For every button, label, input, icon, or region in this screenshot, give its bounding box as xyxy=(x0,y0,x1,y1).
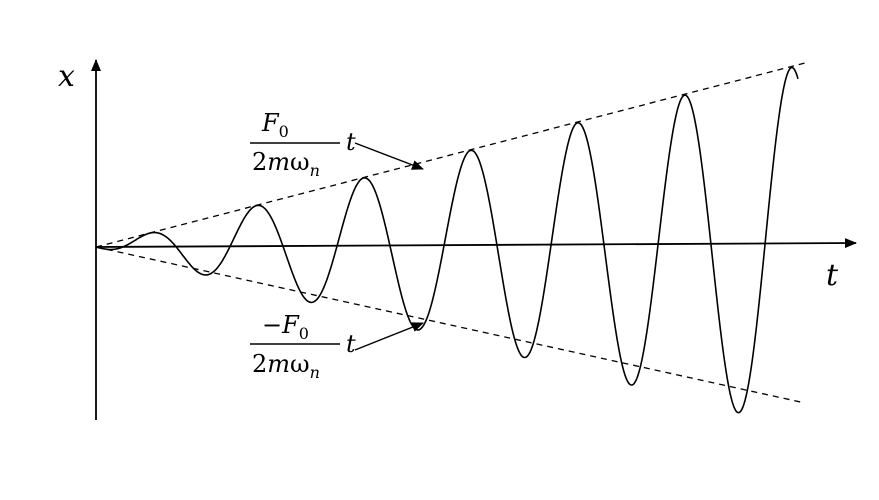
response-curve xyxy=(95,66,799,414)
x-axis xyxy=(95,238,857,249)
x-axis-label: t xyxy=(826,258,839,293)
upper-envelope-label: F0 2mωn t xyxy=(250,109,356,180)
lower-label-pointer xyxy=(354,322,424,351)
y-axis-label: x xyxy=(58,59,75,94)
svg-text:F0: F0 xyxy=(261,109,289,141)
svg-text:t: t xyxy=(346,128,356,156)
upper-envelope-line xyxy=(95,62,806,248)
svg-text:2mωn: 2mωn xyxy=(252,350,320,382)
upper-label-pointer xyxy=(354,142,424,170)
svg-text:2mωn: 2mωn xyxy=(252,148,320,180)
lower-envelope-label: −F0 2mωn t xyxy=(250,311,356,382)
lower-envelope-line xyxy=(95,246,806,404)
svg-text:−F0: −F0 xyxy=(262,311,309,343)
svg-text:t: t xyxy=(346,330,356,358)
